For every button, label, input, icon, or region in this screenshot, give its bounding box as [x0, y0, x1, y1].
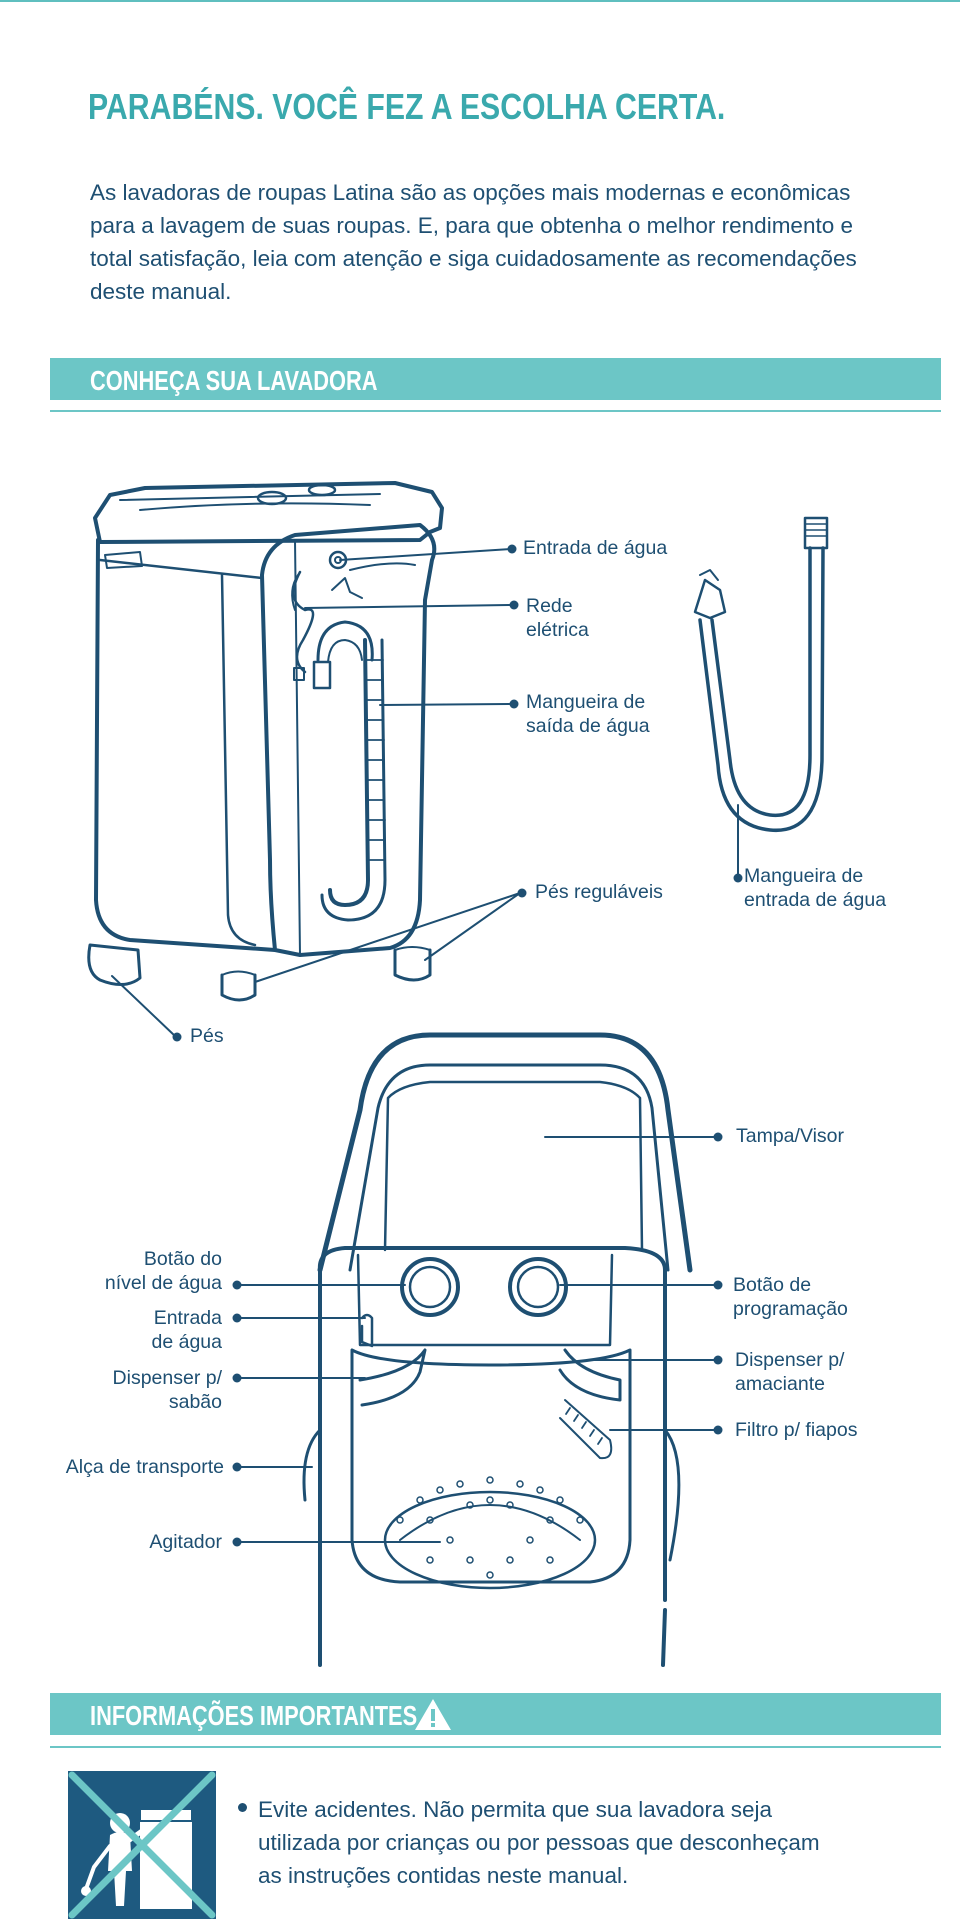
section-header-conheca: CONHEÇA SUA LAVADORA [50, 358, 941, 400]
label-water-level-knob: Botão do nível de água [104, 1248, 222, 1294]
leader-power-cord [304, 604, 513, 609]
intro-paragraph: As lavadoras de roupas Latina são as opç… [90, 180, 857, 304]
label-inlet-hose: Mangueira de entrada de água [744, 865, 887, 911]
section-title-informacoes: INFORMAÇÕES IMPORTANTES [90, 1700, 418, 1731]
top-rule [0, 0, 960, 2]
label-agitator: Agitador [149, 1531, 222, 1553]
leader-feet [111, 975, 176, 1037]
section-divider [50, 410, 941, 412]
label-water-inlet: Entrada de água [523, 537, 668, 559]
warning-list: Evite acidentes. Não permita que sua lav… [238, 1793, 838, 1892]
leader-lines [111, 548, 739, 1543]
section-divider-2 [50, 1746, 941, 1748]
page-title: PARABÉNS. VOCÊ FEZ A ESCOLHA CERTA. [88, 86, 726, 127]
label-softener-dispenser: Dispenser p/ amaciante [735, 1349, 845, 1395]
leader-adjustable-feet-a [254, 892, 521, 983]
label-feet: Pés [190, 1025, 224, 1047]
washer-side-view-drawing [87, 481, 444, 1002]
section-header-informacoes: INFORMAÇÕES IMPORTANTES [50, 1693, 941, 1735]
leader-adjustable-feet-b [424, 892, 521, 961]
label-program-knob: Botão de programação [733, 1274, 848, 1320]
label-carry-handle: Alça de transporte [65, 1456, 224, 1478]
no-children-icon [68, 1771, 216, 1919]
label-power-cord: Rede elétrica [526, 595, 589, 641]
label-lint-filter: Filtro p/ fiapos [735, 1419, 858, 1441]
inlet-hose-drawing [693, 516, 829, 832]
washer-top-view-drawing [302, 1032, 693, 1667]
section-title-conheca: CONHEÇA SUA LAVADORA [90, 365, 378, 396]
leader-drain-hose [379, 703, 513, 706]
leader-water-inlet [339, 548, 511, 561]
label-top-water-inlet: Entrada de água [151, 1307, 223, 1353]
label-drain-hose: Mangueira de saída de água [526, 691, 650, 737]
warning-triangle-icon [415, 1699, 451, 1730]
label-soap-dispenser: Dispenser p/ sabão [112, 1367, 222, 1413]
label-adjustable-feet: Pés reguláveis [535, 881, 663, 903]
list-item: Evite acidentes. Não permita que sua lav… [238, 1793, 838, 1892]
label-lid: Tampa/Visor [736, 1125, 845, 1147]
leader-dots [172, 544, 743, 1547]
warning-text: Evite acidentes. Não permita que sua lav… [258, 1797, 820, 1888]
